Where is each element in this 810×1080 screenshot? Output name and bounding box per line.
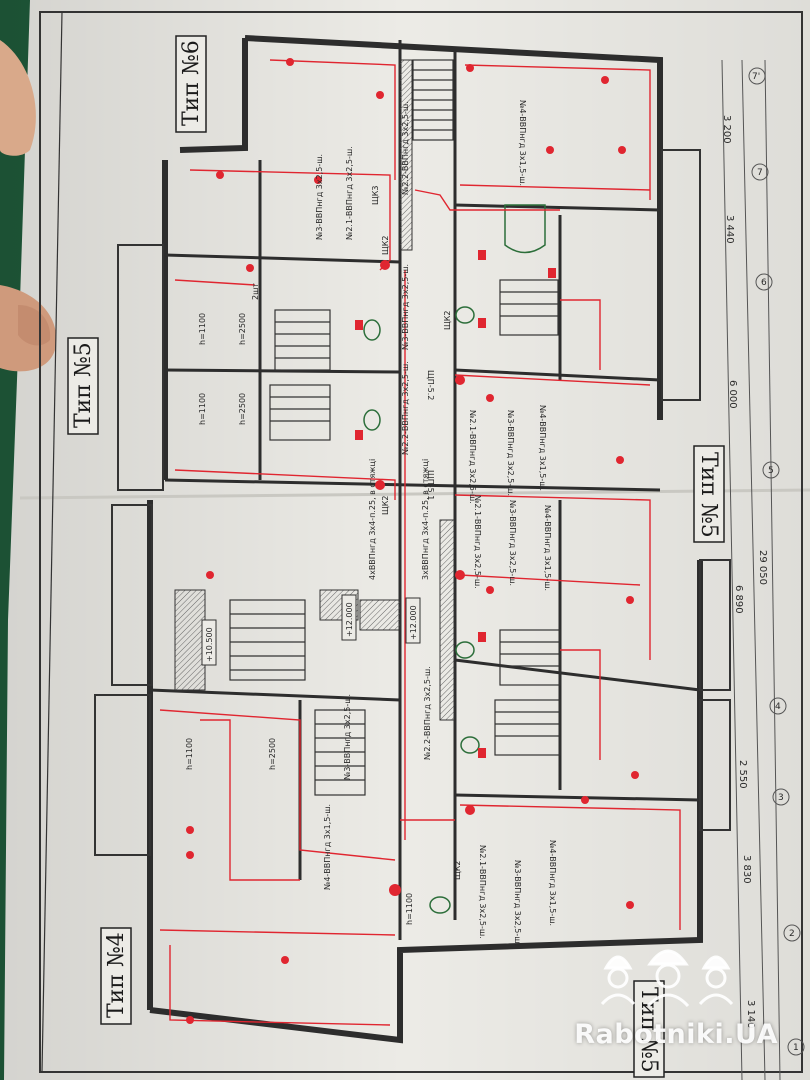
cable-label: №4-ВВПнгд 3х1,5-ш. (543, 505, 552, 591)
axis-number: 5 (768, 466, 774, 476)
height-note: h=1100 (198, 313, 207, 345)
type-label: Тип №5 (696, 452, 721, 538)
panel-label: ЩП-5.1 (426, 470, 435, 500)
height-note: h=1100 (198, 393, 207, 425)
axis-number: 6 (761, 278, 767, 288)
cable-label: №4-ВВПнгд 3х1,5-ш. (538, 405, 547, 491)
height-notes: h=1100 h=2500 h=1100 h=2500 h=1100 h=250… (185, 283, 414, 925)
panel-label: ЩК2 (381, 495, 390, 515)
cable-label: №4-ВВПнгд 3х1,5-ш. (518, 100, 527, 186)
axis-number: 7' (752, 72, 760, 82)
cable-label: №3-ВВПнгд 3х2,5-ш. (315, 154, 324, 240)
finger-top (0, 40, 36, 156)
cable-label: 4хВВПнгд 3х4-п.25, в стяжці (368, 459, 377, 580)
panel-labels: ЩК3 ЩК2 ЩК2 ЩК2 ЩП-5.1 ЩП-5.2 ЩК2 (371, 185, 462, 880)
sheet-frame (39, 11, 803, 1073)
cable-label: №2.2-ВВПнгд 3х2,5-ш. (423, 666, 432, 760)
height-note: h=2500 (238, 313, 247, 345)
axis-grid (721, 59, 805, 1080)
elevation-mark: +10.500 (205, 627, 214, 662)
cable-label: №3-ВВПнгд 3х2,5-ш. (401, 264, 410, 350)
wiring (159, 59, 681, 1026)
cable-label: №3-ВВПнгд 3х2,5-ш. (508, 500, 517, 586)
height-note: 2шт (251, 283, 260, 300)
type-label: Тип №5 (636, 987, 661, 1073)
elevation-marks: +10.500 +12.000 +12.000 (201, 594, 421, 666)
dimension: 29 050 (757, 550, 768, 585)
cable-label: №3-ВВПнгд 3х2,5-ш. (343, 694, 352, 780)
cable-label: №4-ВВПнгд 3х1,5-ш. (548, 840, 557, 926)
paper-fold (19, 488, 810, 500)
panel-label: ЩП-5.2 (426, 370, 435, 400)
height-note: h=2500 (238, 393, 247, 425)
cable-label: №4-ВВПнгд 3х1,5-ш. (323, 804, 332, 890)
finger-middle (0, 285, 57, 372)
axis-numbers: 7' 7 6 5 4 3 2 1 (752, 72, 799, 1053)
type-label: Тип №4 (104, 932, 129, 1018)
cable-labels: №2.2-ВВПнгд 3х2,5-ш. №4-ВВПнгд 3х1,5-ш. … (315, 100, 557, 946)
cable-label: 3хВВПнгд 3х4-п.25, в стяжці (421, 459, 430, 580)
panel-label: ЩК2 (443, 310, 452, 330)
dimension: 2 550 (737, 760, 748, 789)
dimension: 3 200 (721, 115, 732, 144)
elevation-mark: +12.000 (409, 605, 418, 640)
axis-number: 2 (789, 929, 795, 939)
dimension: 3 140 (745, 1000, 756, 1029)
dimension: 6 890 (733, 585, 744, 614)
axis-number: 7 (757, 168, 763, 178)
cable-label: №2.2-ВВПнгд 3х2,5-ш. (401, 361, 410, 455)
height-note: h=1100 (405, 893, 414, 925)
cable-label: №3-ВВПнгд 3х2,5-ш. (513, 860, 522, 946)
dimension: 6 000 (727, 380, 738, 409)
dimension-labels: 3 140 3 830 2 550 6 890 6 000 3 440 3 20… (721, 115, 768, 1029)
dimension: 3 830 (741, 855, 752, 884)
stairs (229, 59, 561, 796)
cable-label: №3-ВВПнгд 3х2,5-ш. (506, 410, 515, 496)
type-label: Тип №6 (179, 40, 204, 126)
axis-number: 1 (793, 1043, 799, 1053)
panel-label: ЩК2 (453, 860, 462, 880)
type-labels: Тип №6 Тип №5 Тип №5 Тип №4 Тип №5 (67, 35, 725, 1078)
panel-label: ЩК2 (381, 235, 390, 255)
watermark-workers-icon (600, 949, 734, 1008)
axis-number: 4 (775, 702, 781, 712)
dimension: 3 440 (724, 215, 735, 244)
cable-label: №2.1-ВВПнгд 3х2,5-ш. (345, 146, 354, 240)
watermark-text: Rabotniki.UA (574, 1019, 778, 1050)
axis-number: 3 (778, 793, 784, 803)
cable-label: №2.1-ВВПнгд 3х2,5-ш. (468, 410, 477, 504)
cable-label: №2.1-ВВПнгд 3х2,5-ш. (473, 495, 482, 589)
cable-label: №2.1-ВВПнгд 3х2,5-ш. (478, 845, 487, 939)
cable-label: №2.2-ВВПнгд 3х2,5-ш. (401, 101, 410, 195)
height-note: h=1100 (185, 738, 194, 770)
elevation-mark: +12.000 (345, 602, 354, 637)
type-label: Тип №5 (71, 342, 96, 428)
balconies (94, 149, 731, 856)
panel-label: ЩК3 (371, 185, 380, 205)
height-note: h=2500 (268, 738, 277, 770)
